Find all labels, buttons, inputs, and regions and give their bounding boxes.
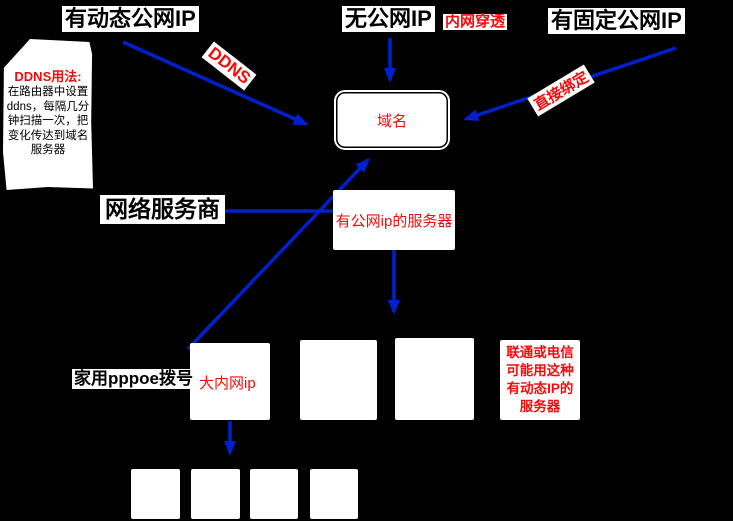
note-line: ddns，每隔几分 (6, 100, 90, 113)
annotation-line: 可能用这种 (506, 363, 574, 378)
client-box (310, 469, 358, 519)
label-fixed-public-ip: 有固定公网IP (548, 8, 685, 34)
server-box (395, 338, 474, 420)
public-ip-server-node: 有公网ip的服务器 (333, 190, 455, 250)
note-line: 服务器 (30, 144, 66, 156)
client-box (191, 469, 240, 519)
note-line: 变化传达到域名 (7, 129, 89, 142)
note-line: 钟扫描一次，把 (7, 115, 89, 127)
label-dynamic-public-ip: 有动态公网IP (62, 6, 199, 32)
annotation-telecom: 联通或电信 可能用这种 有动态IP的 服务器 (500, 340, 580, 420)
server-box (300, 340, 377, 420)
label-nat-traversal: 内网穿透 (443, 13, 508, 31)
arrow-intranet-to-domain (186, 157, 371, 351)
annotation-line: 服务器 (519, 399, 561, 414)
label-no-public-ip: 无公网IP (342, 6, 435, 32)
client-box (131, 469, 180, 519)
note-title: DDNS用法: (14, 69, 82, 84)
edge-label-direct-bind: 直接绑定 (527, 64, 595, 117)
annotation-line: 联通或电信 (506, 345, 574, 360)
isp-label: 网络服务商 (100, 195, 225, 224)
note-line: 在路由器中设置 (7, 86, 89, 98)
edge-label-ddns: DDNS (201, 41, 257, 91)
intranet-ip-node: 大内网ip (190, 343, 270, 420)
ddns-note: DDNS用法: 在路由器中设置 ddns，每隔几分 钟扫描一次，把 变化传达到域… (3, 39, 93, 190)
domain-node: 域名 (332, 88, 452, 152)
pppoe-label: 家用pppoe拨号 (72, 369, 195, 390)
client-box (250, 469, 298, 519)
annotation-line: 有动态IP的 (506, 381, 574, 396)
